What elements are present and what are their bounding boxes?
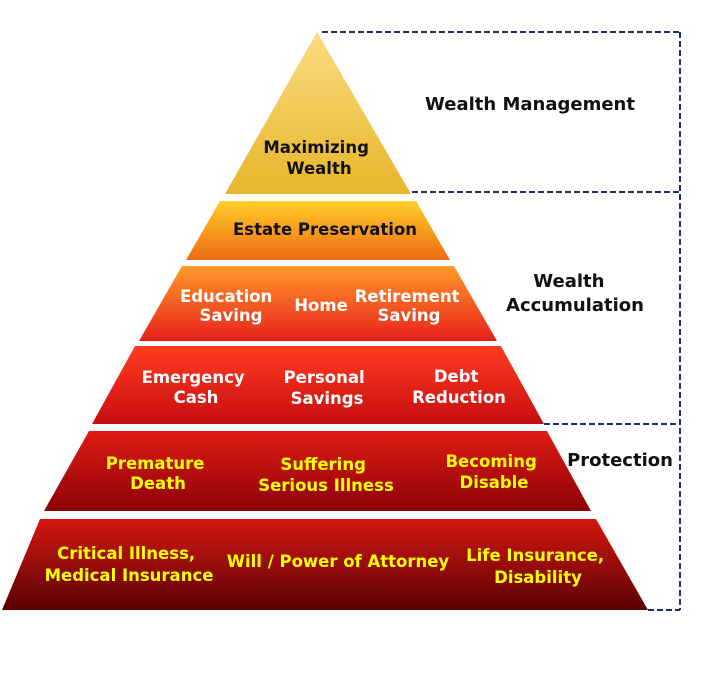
- tier-protection-risks: [44, 431, 591, 511]
- category-protection: Protection: [567, 450, 673, 471]
- tier-estate-preservation: [186, 201, 450, 260]
- tier-maximizing-wealth: [225, 32, 411, 194]
- label-life-insurance-disability: Life Insurance, Disability: [466, 546, 610, 587]
- tier-accumulation-goals: [139, 266, 497, 341]
- label-home: Home: [294, 296, 348, 315]
- tier-protection-solutions: [2, 519, 648, 610]
- category-wealth-accumulation: Wealth Accumulation: [506, 271, 644, 316]
- bracket-protection: [544, 423, 680, 611]
- label-becoming-disable: Becoming Disable: [445, 452, 542, 492]
- label-retirement-saving: Retirement Saving: [355, 287, 466, 325]
- tier-savings-basics: [92, 346, 544, 424]
- label-will-power-of-attorney: Will / Power of Attorney: [227, 552, 450, 571]
- category-brackets: [322, 31, 681, 611]
- label-debt-reduction: Debt Reduction: [412, 367, 506, 407]
- label-personal-savings: Personal Savings: [284, 368, 371, 408]
- label-critical-illness-medical-insurance: Critical Illness, Medical Insurance: [45, 544, 214, 585]
- tier-label-maximizing-wealth: Maximizing Wealth: [263, 138, 374, 178]
- bracket-wealth-management: [322, 31, 680, 193]
- category-wealth-management: Wealth Management: [425, 94, 635, 115]
- label-premature-death: Premature Death: [106, 454, 210, 493]
- label-education-saving: Education Saving: [180, 287, 278, 325]
- label-suffering-serious-illness: Suffering Serious Illness: [258, 455, 394, 495]
- tier-label-estate-preservation: Estate Preservation: [233, 220, 417, 239]
- label-emergency-cash: Emergency Cash: [142, 368, 251, 407]
